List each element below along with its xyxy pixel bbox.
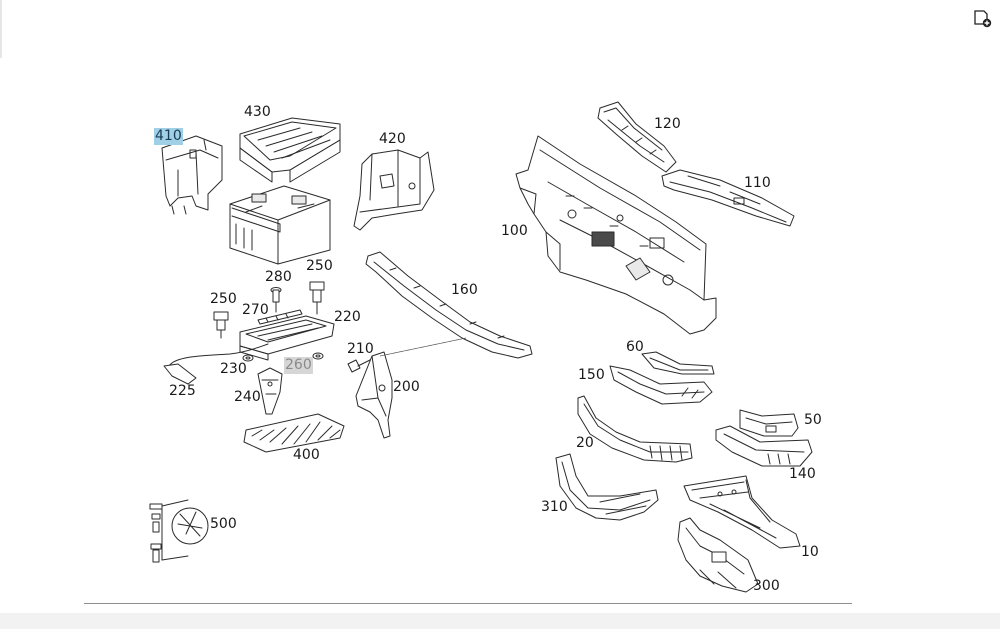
callout-230[interactable]: 230	[220, 361, 247, 377]
bolt-280[interactable]	[270, 287, 282, 313]
part-160[interactable]	[365, 251, 533, 359]
callout-310[interactable]: 310	[541, 499, 568, 515]
part-430[interactable]	[239, 117, 341, 183]
part-220[interactable]	[239, 315, 335, 361]
callout-280[interactable]: 280	[265, 269, 292, 285]
document-add-icon	[974, 10, 992, 28]
bottom-panel-edge	[0, 613, 1000, 629]
part-410[interactable]	[161, 135, 223, 215]
grommet-230[interactable]	[242, 354, 254, 362]
callout-250-right[interactable]: 250	[306, 258, 333, 274]
bolt-250-right[interactable]	[309, 281, 325, 315]
panel-edge	[0, 0, 2, 58]
part-20[interactable]	[577, 395, 693, 463]
part-240[interactable]	[257, 367, 283, 415]
callout-60[interactable]: 60	[626, 339, 644, 355]
part-60[interactable]	[641, 351, 715, 375]
part-10[interactable]	[683, 475, 801, 549]
add-to-list-button[interactable]	[972, 9, 994, 29]
callout-20[interactable]: 20	[576, 435, 594, 451]
bottom-divider	[84, 603, 852, 604]
part-300[interactable]	[677, 517, 759, 593]
callout-410[interactable]: 410	[154, 128, 183, 145]
callout-50[interactable]: 50	[804, 412, 822, 428]
bolt-250-left[interactable]	[213, 311, 229, 339]
callout-270[interactable]: 270	[242, 302, 269, 318]
callout-160[interactable]: 160	[451, 282, 478, 298]
cable-225[interactable]	[163, 343, 269, 385]
callout-110[interactable]: 110	[744, 175, 771, 191]
callout-220[interactable]: 220	[334, 309, 361, 325]
screw-set-500[interactable]	[149, 499, 209, 563]
part-310[interactable]	[555, 453, 659, 521]
callout-250-left[interactable]: 250	[210, 291, 237, 307]
callout-225[interactable]: 225	[169, 383, 196, 399]
part-420[interactable]	[353, 149, 435, 231]
callout-210[interactable]: 210	[347, 341, 374, 357]
washer-260[interactable]	[312, 352, 324, 360]
callout-420[interactable]: 420	[379, 131, 406, 147]
callout-500[interactable]: 500	[210, 516, 237, 532]
part-270[interactable]	[257, 309, 303, 325]
callout-430[interactable]: 430	[244, 104, 271, 120]
callout-100[interactable]: 100	[501, 223, 528, 239]
part-50[interactable]	[739, 409, 799, 437]
callout-140[interactable]: 140	[789, 466, 816, 482]
mat-400[interactable]	[243, 413, 345, 453]
part-140[interactable]	[715, 425, 813, 467]
callout-10[interactable]: 10	[801, 544, 819, 560]
part-120[interactable]	[597, 101, 677, 173]
battery[interactable]	[229, 185, 331, 265]
callout-260[interactable]: 260	[284, 357, 313, 374]
part-200[interactable]	[355, 351, 393, 439]
callout-240[interactable]: 240	[234, 389, 261, 405]
callout-120[interactable]: 120	[654, 116, 681, 132]
callout-300[interactable]: 300	[753, 578, 780, 594]
part-110[interactable]	[661, 169, 795, 227]
part-150[interactable]	[609, 365, 713, 405]
callout-150[interactable]: 150	[578, 367, 605, 383]
callout-200[interactable]: 200	[393, 379, 420, 395]
callout-400[interactable]: 400	[293, 447, 320, 463]
part-100[interactable]	[515, 135, 717, 335]
